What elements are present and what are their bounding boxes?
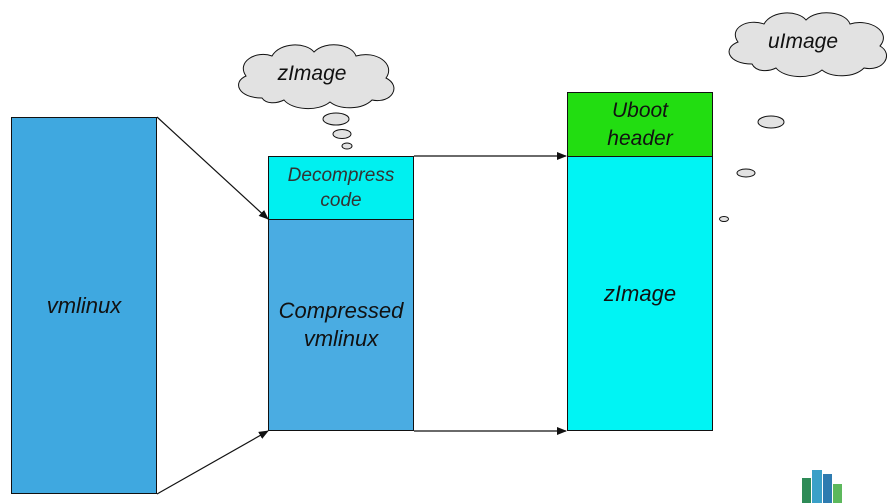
arrow-vmlinux-top-to-decompress: [156, 116, 269, 220]
uimage-cloud: [719, 12, 887, 222]
vmlinux-label: vmlinux: [46, 292, 122, 318]
arrow-vmlinux-bottom-to-compressed: [156, 430, 269, 495]
uimage-cloud-label: uImage: [767, 30, 839, 53]
uimage-cloud-bubble-medium: [736, 168, 756, 178]
vmlinux-block: vmlinux: [11, 117, 157, 494]
uimage-cloud-bubble-small: [719, 216, 729, 222]
decompress-code-label: Decompress code: [287, 165, 395, 211]
decompress-code-block: Decompress code: [268, 156, 414, 220]
zimage-cloud-bubble-large: [322, 112, 350, 126]
zimage-block-label: zImage: [603, 280, 677, 306]
zimage-block: zImage: [567, 156, 713, 431]
zimage-cloud: [238, 44, 395, 150]
zimage-cloud-bubble-small: [341, 142, 353, 150]
uboot-header-block: Uboot header: [567, 92, 713, 157]
uimage-cloud-bubble-large: [757, 115, 785, 129]
zimage-cloud-label: zImage: [277, 62, 347, 85]
building-logo-icon: [802, 470, 842, 503]
compressed-vmlinux-label: Compressed vmlinux: [278, 298, 404, 351]
zimage-cloud-bubble-medium: [332, 129, 352, 139]
compressed-vmlinux-block: Compressed vmlinux: [268, 219, 414, 431]
uimage-cloud-shape: [728, 12, 887, 77]
zimage-cloud-shape: [238, 44, 395, 109]
uboot-header-label: Uboot header: [607, 98, 673, 150]
